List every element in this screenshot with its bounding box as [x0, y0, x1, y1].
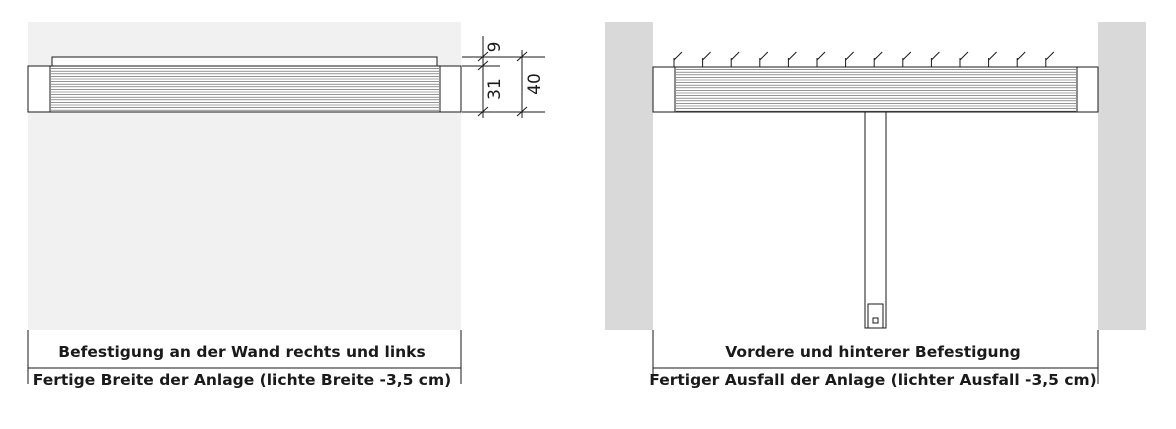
- left-wall-bracket: [27, 65, 51, 113]
- right-wall: [1098, 22, 1146, 330]
- louvre-tilt-mark: [673, 51, 683, 67]
- dimension-31: 31: [485, 78, 505, 100]
- dimension-9: 9: [485, 42, 505, 53]
- dimension-40: 40: [525, 73, 545, 95]
- width-measure-line: [27, 330, 462, 384]
- louvre-lines: [51, 68, 439, 111]
- louvre-tilt-mark: [930, 51, 940, 67]
- louvre-pack: [674, 66, 1078, 113]
- left-width-label: Fertige Breite der Anlage (lichte Breite…: [33, 371, 451, 389]
- louvre-tilt-mark: [845, 51, 854, 67]
- left-caption: Befestigung an der Wand rechts und links: [58, 343, 425, 361]
- louvre-tilt-mark: [902, 51, 912, 67]
- right-width-label: Fertiger Ausfall der Anlage (lichter Aus…: [649, 371, 1097, 389]
- louvre-tilt-mark: [1016, 51, 1026, 67]
- post-foot: [867, 303, 884, 329]
- right-wall-bracket: [439, 65, 462, 113]
- projection-measure-line: [652, 330, 1099, 384]
- louvre-tilt-mark: [873, 51, 883, 67]
- support-post: [864, 111, 887, 329]
- louvre-tilt-marks: [673, 51, 1055, 67]
- louvre-tilt-mark: [959, 51, 969, 67]
- post-foot-mark: [872, 317, 879, 324]
- louvre-tilt-mark: [816, 51, 826, 67]
- louvre-tilt-mark: [1045, 51, 1055, 67]
- right-caption: Vordere und hinterer Befestigung: [725, 343, 1020, 361]
- right-panel: Vordere und hinterer Befestigung Fertige…: [605, 22, 1146, 389]
- louvre-tilt-mark: [702, 51, 711, 67]
- dimension-marks: [462, 36, 545, 118]
- louvre-tilt-mark: [787, 51, 797, 67]
- louvre-lines: [676, 69, 1076, 112]
- louvre-tilt-mark: [759, 51, 769, 67]
- left-wall: [605, 22, 653, 330]
- left-panel: 9 31 40 Befestigung an der Wand rechts u…: [27, 22, 545, 389]
- louvre-tilt-mark: [730, 51, 740, 67]
- louvre-tilt-mark: [988, 51, 997, 67]
- top-cover-strip: [51, 56, 438, 67]
